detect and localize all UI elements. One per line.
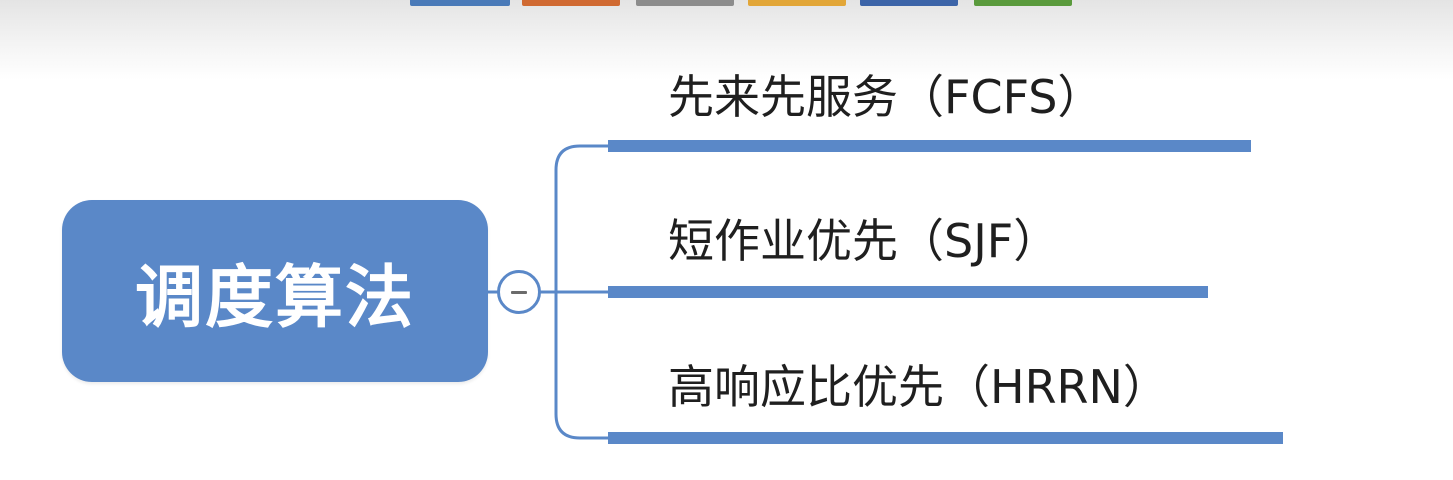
root-node-label: 调度算法 (134, 258, 415, 338)
branch-underline-sjf (608, 286, 1208, 298)
branch-underline-fcfs (608, 140, 1251, 152)
color-swatch-orange[interactable] (522, 0, 620, 6)
root-node[interactable]: 调度算法 (62, 200, 488, 382)
branch-label-sjf[interactable]: 短作业优先（SJF） (668, 214, 1060, 268)
color-swatch-yellow[interactable] (748, 0, 846, 6)
color-swatch-blue[interactable] (410, 0, 510, 6)
color-swatch-green[interactable] (974, 0, 1072, 6)
branch-label-fcfs[interactable]: 先来先服务（FCFS） (668, 70, 1104, 124)
branch-label-hrrn[interactable]: 高响应比优先（HRRN） (668, 360, 1169, 414)
collapse-toggle-button[interactable] (497, 270, 541, 314)
minus-icon (511, 290, 527, 294)
color-swatch-darkblue[interactable] (860, 0, 958, 6)
toolbar-background (0, 0, 1453, 80)
color-swatch-gray[interactable] (636, 0, 734, 6)
branch-underline-hrrn (608, 432, 1283, 444)
